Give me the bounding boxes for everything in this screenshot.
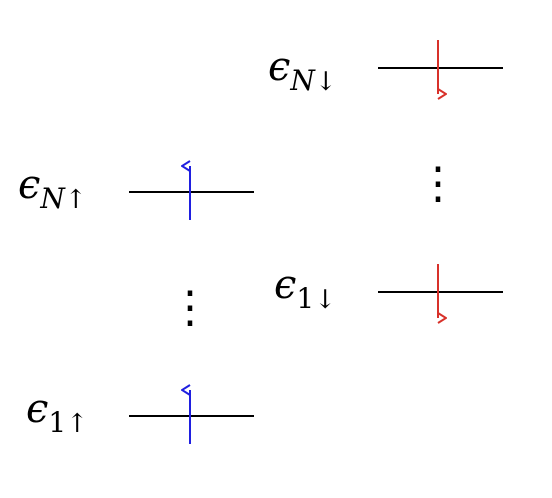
level-label-down-top: ϵN↓ (268, 44, 337, 97)
ellipsis-up: ⋮ (168, 282, 212, 333)
level-up-bottom: ϵ1↑ (26, 386, 254, 444)
level-down-top: ϵN↓ (268, 40, 503, 97)
ellipsis-down: ⋮ (416, 158, 460, 209)
level-label-down-bottom: ϵ1↓ (274, 262, 336, 315)
level-down-bottom: ϵ1↓ (274, 262, 503, 318)
level-label-up-bottom: ϵ1↑ (26, 386, 88, 439)
level-up-top: ϵN↑ (18, 162, 254, 220)
level-label-up-top: ϵN↑ (18, 162, 87, 215)
